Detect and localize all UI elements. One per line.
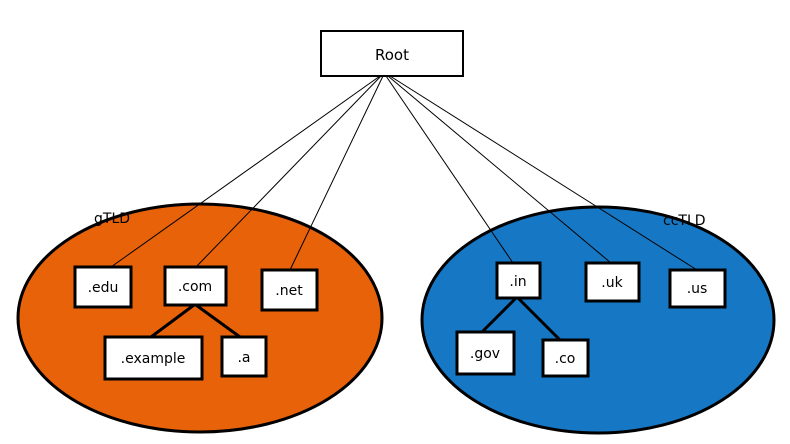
node-example-box <box>103 335 204 381</box>
node-example-label: .example <box>121 351 186 367</box>
root-label: Root <box>375 46 409 64</box>
cctld-ellipse <box>420 205 776 435</box>
node-uk-label: .uk <box>601 275 623 291</box>
cctld-label: ccTLD <box>663 213 706 229</box>
edge-root-us <box>389 75 698 271</box>
node-us: .us <box>668 268 727 309</box>
node-net-box <box>260 268 319 312</box>
node-com-box <box>163 265 228 307</box>
node-co: .co <box>541 338 590 378</box>
node-a-box <box>220 335 268 378</box>
node-edu: .edu <box>73 265 133 309</box>
edge-com-a <box>195 303 241 339</box>
node-gov-label: .gov <box>470 346 500 362</box>
node-com: .com <box>163 265 228 307</box>
edge-in-gov <box>480 296 518 334</box>
node-in-label: .in <box>509 274 526 290</box>
node-net: .net <box>260 268 319 312</box>
edge-root-net <box>289 75 384 271</box>
edge-com-example <box>150 303 195 339</box>
node-a-label: .a <box>237 350 250 366</box>
root-edges <box>110 75 698 271</box>
node-a: .a <box>220 335 268 378</box>
node-gov: .gov <box>455 330 516 376</box>
edge-root-com <box>195 75 382 268</box>
node-us-label: .us <box>687 281 708 297</box>
edge-root-edu <box>110 75 381 268</box>
gtld-label: gTLD <box>94 211 130 227</box>
node-edu-label: .edu <box>88 280 119 296</box>
node-com-label: .com <box>178 279 212 295</box>
node-uk: .uk <box>584 261 641 303</box>
node-us-box <box>668 268 727 309</box>
edge-root-in <box>385 75 514 264</box>
node-in-box <box>495 261 542 300</box>
node-in: .in <box>495 261 542 300</box>
node-net-label: .net <box>275 283 303 299</box>
gtld-ellipse <box>16 202 384 434</box>
node-gov-box <box>455 330 516 376</box>
child-edges <box>150 296 562 342</box>
node-co-box <box>541 338 590 378</box>
edge-in-co <box>516 296 562 342</box>
node-uk-box <box>584 261 641 303</box>
edge-root-uk <box>387 75 612 264</box>
node-co-label: .co <box>555 351 576 367</box>
root-box <box>320 30 464 77</box>
node-edu-box <box>73 265 133 309</box>
root-node: Root <box>320 30 464 77</box>
node-example: .example <box>103 335 204 381</box>
